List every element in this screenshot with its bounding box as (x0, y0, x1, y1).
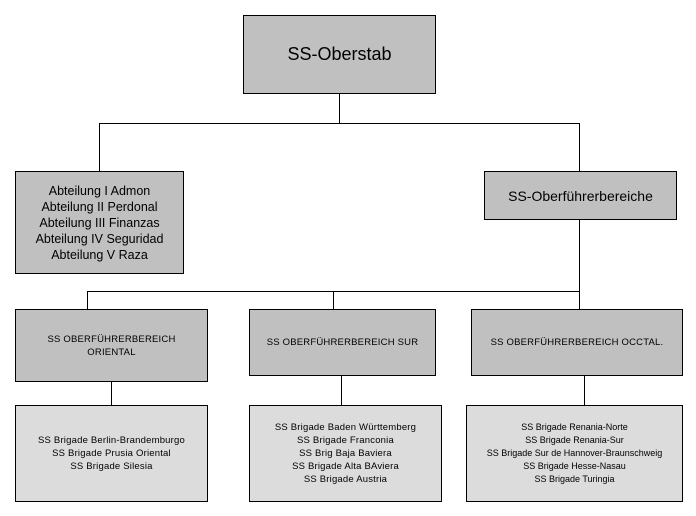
brigade-item: SS Brigade Turingia (534, 474, 615, 484)
region-label: SS OBERFÜHRERBEREICH (47, 333, 176, 345)
admin-line: Abteilung I Admon (48, 183, 151, 198)
brigades-node-sur: SS Brigade Baden Württemberg SS Brigade … (249, 405, 442, 502)
region-node-oriental: SS OBERFÜHRERBEREICH ORIENTAL (15, 309, 208, 382)
region-node-sur: SS OBERFÜHRERBEREICH SUR (249, 309, 436, 376)
brigades-node-occtal: SS Brigade Renania-Norte SS Brigade Rena… (466, 405, 683, 502)
region-label: SS OBERFÜHRERBEREICH OCCTAL. (490, 337, 664, 348)
brigade-item: SS Brigade Renania-Sur (525, 435, 624, 445)
brigade-item: SS Brigade Prusia Oriental (52, 448, 171, 459)
brigades-node-oriental: SS Brigade Berlin-Brandemburgo SS Brigad… (15, 405, 208, 502)
brigade-item: SS Brigade Alta BAviera (292, 461, 399, 472)
brigade-item: SS Brigade Renania-Norte (521, 422, 628, 432)
brigade-item: SS Brigade Sur de Hannover-Braunschweig (486, 448, 663, 458)
region-label: SS OBERFÜHRERBEREICH SUR (266, 337, 419, 348)
admin-line: Abteilung V Raza (51, 247, 148, 262)
region-label: ORIENTAL (87, 346, 136, 358)
admin-departments-node: Abteilung I Admon Abteilung II Perdonal … (15, 171, 184, 274)
admin-line: Abteilung II Perdonal (41, 199, 158, 214)
oberfuehrerbereiche-node: SS-Oberführerbereiche (484, 171, 677, 220)
root-label: SS-Oberstab (287, 44, 392, 64)
admin-line: Abteilung III Finanzas (39, 215, 160, 230)
oberfuehrerbereiche-label: SS-Oberführerbereiche (508, 187, 653, 204)
brigade-item: SS Brigade Hesse-Nasau (523, 461, 626, 471)
admin-line: Abteilung IV Seguridad (35, 231, 164, 246)
root-node: SS-Oberstab (243, 15, 436, 94)
brigade-item: SS Brigade Berlin-Brandemburgo (38, 435, 185, 446)
brigade-item: SS Brigade Franconia (297, 435, 394, 446)
brigade-item: SS Brig Baja Baviera (299, 448, 392, 459)
brigade-item: SS Brigade Austria (303, 474, 388, 485)
brigade-item: SS Brigade Baden Württemberg (274, 422, 417, 433)
brigade-item: SS Brigade Silesia (70, 461, 153, 472)
region-node-occtal: SS OBERFÜHRERBEREICH OCCTAL. (471, 309, 683, 376)
